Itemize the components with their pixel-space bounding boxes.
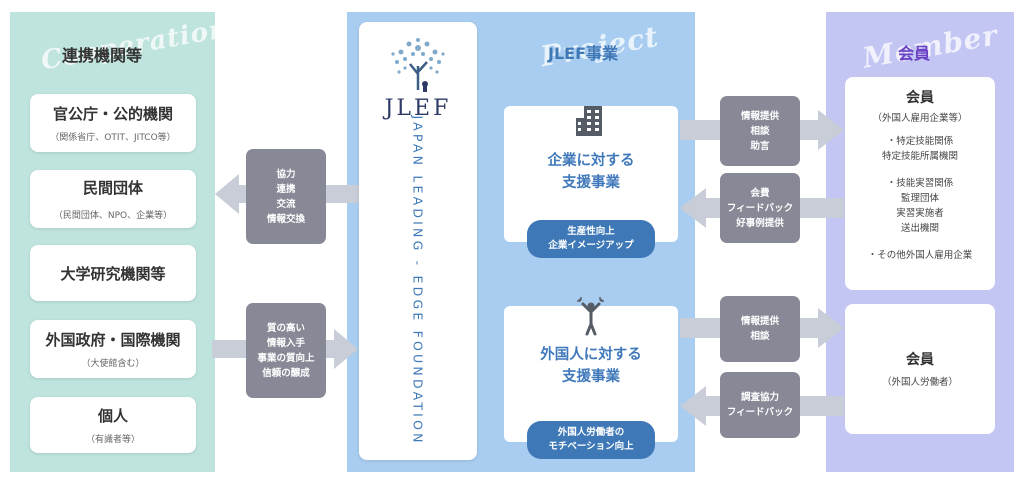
coop-card-sub: （有識者等） [85,435,140,445]
building-icon [576,106,602,136]
project-title: JLEF事業 [548,44,619,63]
flow-text: 信頼の醸成 [262,367,310,379]
flow-text: 交流 [276,198,296,210]
coop-card-title: 外国政府・国際機関 [45,331,181,349]
member-title: 会員 [898,44,931,63]
foreigner-outbound-box: 情報提供 相談 [720,296,800,362]
jlef-card: JLEF JAPAN LEADING - EDGE FOUNDATION [359,22,477,460]
foreigner-support-card[interactable]: 外国人に対する 支援事業 [504,297,678,442]
jlef-logo-text: JLEF [384,96,452,121]
flow-text: フィードバック [726,407,794,418]
member-line: ・その他外国人雇用企業 [867,250,973,261]
flow-text: 情報提供 [740,110,779,122]
member-line: 実習実施者 [896,208,944,219]
flow-text: 調査協力 [740,392,779,403]
worker-member-card[interactable]: 会員 （外国人労働者） [845,304,995,434]
foreigner-support-title: 外国人に対する [540,347,642,363]
flow-text: 事業の質向上 [257,352,315,364]
coop-card-government[interactable]: 官公庁・公的機関 （関係省庁、OTIT、JITCO等） [30,94,196,152]
foreigner-inbound-box: 調査協力 フィードバック [720,372,800,438]
company-member-card[interactable]: 会員 （外国人雇用企業等） ・特定技能関係 特定技能所属機関 ・技能実習関係 監… [845,77,995,290]
coop-card-title: 大学研究機関等 [60,264,166,283]
coop-card-university[interactable]: 大学研究機関等 [30,245,196,301]
pill-text: 企業イメージアップ [548,240,634,251]
pill-text: モチベーション向上 [548,441,634,452]
member-line: 特定技能所属機関 [881,151,958,162]
outbound-cooperation-box: 協力 連携 交流 情報交換 [246,149,326,244]
coop-card-title: 民間団体 [82,179,143,197]
flow-text: 情報入手 [266,337,305,349]
member-line: 送出機関 [900,223,939,234]
company-outbound-box: 情報提供 相談 助言 [720,96,800,166]
flow-text: 相談 [750,331,770,342]
company-benefit-pill: 生産性向上 企業イメージアップ [527,220,655,258]
member-card-sub: （外国人雇用企業等） [872,113,968,124]
pill-text: 生産性向上 [567,226,615,237]
member-card-title: 会員 [906,351,934,368]
flow-text: 相談 [750,125,770,137]
coop-card-individual[interactable]: 個人 （有識者等） [30,397,196,453]
flow-text: 好事例提供 [736,217,784,229]
cooperation-panel [10,12,215,472]
company-inbound-box: 会費 フィードバック 好事例提供 [720,173,800,243]
member-line: ・技能実習関係 [886,178,954,189]
tree-logo-icon [391,38,445,92]
flow-text: 協力 [276,168,296,180]
foreigner-support-title: 支援事業 [562,369,620,385]
flow-text: 連携 [276,183,296,195]
jlef-vertical-name: JAPAN LEADING - EDGE FOUNDATION [410,115,426,446]
cooperation-title: 連携機関等 [62,46,143,65]
coop-card-private[interactable]: 民間団体 （民間団体、NPO、企業等） [30,170,196,228]
member-card-title: 会員 [906,90,934,106]
coop-card-title: 個人 [97,407,128,425]
person-cheer-icon [577,297,604,336]
coop-card-title: 官公庁・公的機関 [52,105,173,123]
coop-card-foreign-gov[interactable]: 外国政府・国際機関 （大使館含む） [30,320,196,378]
foreigner-benefit-pill: 外国人労働者の モチベーション向上 [527,421,655,459]
coop-card-sub: （民間団体、NPO、企業等） [53,211,173,221]
flow-text: 助言 [750,140,770,152]
coop-card-sub: （関係省庁、OTIT、JITCO等） [50,133,176,143]
member-card-sub: （外国人労働者） [881,376,958,388]
flow-text: 情報交換 [266,213,305,225]
member-line: 監理団体 [900,193,939,204]
flow-text: 情報提供 [740,316,779,327]
company-support-title: 企業に対する [547,153,635,169]
company-support-title: 支援事業 [562,175,620,191]
member-line: ・特定技能関係 [886,136,954,147]
inbound-cooperation-box: 質の高い 情報入手 事業の質向上 信頼の醸成 [246,303,326,398]
flow-text: 質の高い [266,322,305,334]
company-support-card[interactable]: 企業に対する 支援事業 [504,106,678,242]
pill-text: 外国人労働者の [557,427,625,438]
flow-text: フィードバック [726,202,794,214]
flow-text: 会費 [750,187,770,199]
coop-card-sub: （大使館含む） [81,359,145,369]
